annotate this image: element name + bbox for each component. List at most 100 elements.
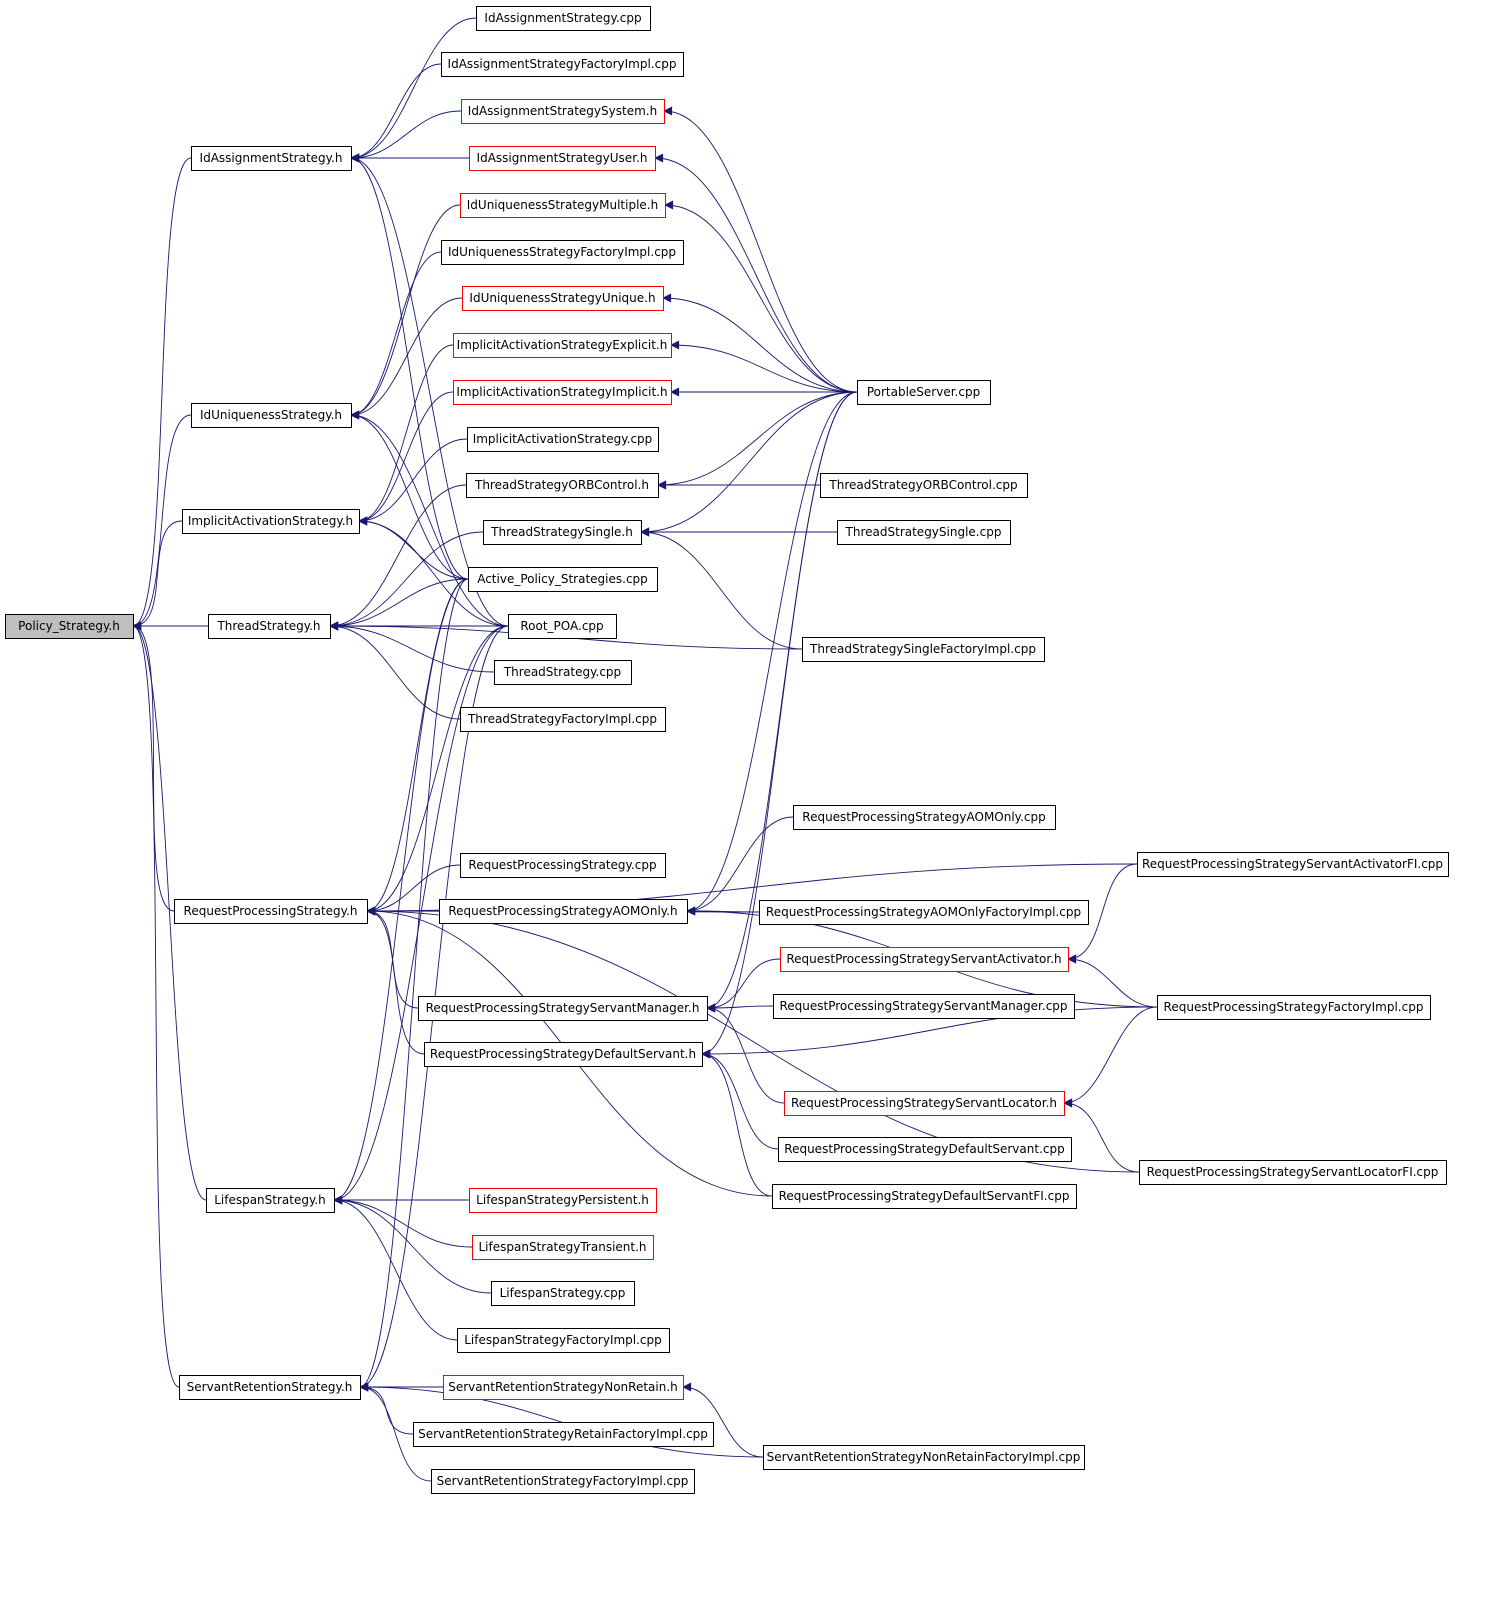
edge-srs_factory_impl_cpp-to-servant_retention_strategy_h	[359, 1382, 432, 1482]
node-rps-factory-impl-cpp[interactable]: RequestProcessingStrategyFactoryImpl.cpp	[1157, 995, 1431, 1020]
node-box	[469, 146, 656, 171]
node-request-processing-strategy-cpp[interactable]: RequestProcessingStrategy.cpp	[460, 853, 666, 878]
edge-portable_server_cpp-to-id_uniqueness_strategy_unique_h	[662, 293, 858, 393]
edges-layer	[132, 17, 1158, 1482]
node-thread-strategy-factory-impl-cpp[interactable]: ThreadStrategyFactoryImpl.cpp	[460, 707, 666, 732]
node-box	[793, 805, 1056, 830]
node-lifespan-strategy-cpp[interactable]: LifespanStrategy.cpp	[491, 1281, 635, 1306]
node-box	[494, 660, 632, 685]
edge-lifespan_strategy_factory_impl_cpp-to-lifespan_strategy_h	[333, 1195, 458, 1341]
edge-implicit_activation_strategy_explicit_h-to-implicit_activation_strategy_h	[358, 344, 454, 526]
node-rps-servant-locator-fi-cpp[interactable]: RequestProcessingStrategyServantLocatorF…	[1139, 1160, 1447, 1185]
node-box	[457, 1328, 670, 1353]
node-rps-servant-activator-fi-cpp[interactable]: RequestProcessingStrategyServantActivato…	[1137, 852, 1449, 877]
edge-portable_server_cpp-to-implicit_activation_strategy_explicit_h	[670, 340, 858, 393]
node-root-poa-cpp[interactable]: Root_POA.cpp	[508, 614, 617, 639]
node-lifespan-strategy-h[interactable]: LifespanStrategy.h	[206, 1188, 335, 1213]
node-rps-aom-only-factory-impl-cpp[interactable]: RequestProcessingStrategyAOMOnlyFactoryI…	[759, 900, 1089, 925]
edge-portable_server_cpp-to-rps_default_servant_h	[701, 391, 858, 1059]
node-lifespan-strategy-factory-impl-cpp[interactable]: LifespanStrategyFactoryImpl.cpp	[457, 1328, 670, 1353]
node-box	[802, 637, 1045, 662]
node-lifespan-strategy-transient-h[interactable]: LifespanStrategyTransient.h	[472, 1235, 654, 1260]
nodes-layer: Policy_Strategy.hIdAssignmentStrategy.hI…	[5, 6, 1449, 1494]
node-rps-servant-manager-cpp[interactable]: RequestProcessingStrategyServantManager.…	[773, 994, 1075, 1019]
node-servant-retention-strategy-h[interactable]: ServantRetentionStrategy.h	[179, 1375, 361, 1400]
node-rps-default-servant-fi-cpp[interactable]: RequestProcessingStrategyDefaultServantF…	[772, 1184, 1077, 1209]
node-label: IdAssignmentStrategyUser.h	[477, 151, 648, 165]
node-active-policy-strategies-cpp[interactable]: Active_Policy_Strategies.cpp	[468, 567, 658, 592]
edge-implicit_activation_strategy_implicit_h-to-implicit_activation_strategy_h	[358, 391, 454, 526]
node-id-uniqueness-strategy-multiple-h[interactable]: IdUniquenessStrategyMultiple.h	[460, 193, 666, 218]
node-portable-server-cpp[interactable]: PortableServer.cpp	[857, 380, 991, 405]
node-srs-factory-impl-cpp[interactable]: ServantRetentionStrategyFactoryImpl.cpp	[431, 1469, 695, 1494]
node-label: ThreadStrategy.h	[216, 619, 320, 633]
node-label: PortableServer.cpp	[867, 385, 980, 399]
node-rps-servant-locator-h[interactable]: RequestProcessingStrategyServantLocator.…	[784, 1091, 1065, 1116]
node-implicit-activation-strategy-h[interactable]: ImplicitActivationStrategy.h	[182, 509, 360, 534]
node-box	[837, 520, 1011, 545]
node-srs-non-retain-h[interactable]: ServantRetentionStrategyNonRetain.h	[443, 1375, 684, 1400]
node-id-assignment-strategy-user-h[interactable]: IdAssignmentStrategyUser.h	[469, 146, 656, 171]
node-box	[413, 1422, 714, 1447]
node-label: ServantRetentionStrategyNonRetainFactory…	[767, 1450, 1081, 1464]
node-rps-servant-manager-h[interactable]: RequestProcessingStrategyServantManager.…	[418, 996, 708, 1021]
node-box	[460, 853, 666, 878]
node-implicit-activation-strategy-implicit-h[interactable]: ImplicitActivationStrategyImplicit.h	[453, 380, 672, 405]
node-label: LifespanStrategyPersistent.h	[476, 1193, 649, 1207]
edge-id_uniqueness_strategy_unique_h-to-id_uniqueness_strategy_h	[350, 297, 463, 420]
node-box	[476, 6, 651, 31]
node-box	[191, 403, 352, 428]
edge-thread_strategy_orb_control_h-to-thread_strategy_h	[329, 484, 467, 631]
node-rps-aom-only-h[interactable]: RequestProcessingStrategyAOMOnly.h	[439, 899, 688, 924]
node-label: LifespanStrategy.h	[214, 1193, 326, 1207]
node-label: RequestProcessingStrategyDefaultServant.…	[430, 1047, 696, 1061]
node-rps-aom-only-cpp[interactable]: RequestProcessingStrategyAOMOnly.cpp	[793, 805, 1056, 830]
node-box	[508, 614, 617, 639]
node-id-assignment-strategy-h[interactable]: IdAssignmentStrategy.h	[191, 146, 352, 171]
node-lifespan-strategy-persistent-h[interactable]: LifespanStrategyPersistent.h	[469, 1188, 657, 1213]
node-srs-retain-factory-impl-cpp[interactable]: ServantRetentionStrategyRetainFactoryImp…	[413, 1422, 714, 1447]
node-implicit-activation-strategy-cpp[interactable]: ImplicitActivationStrategy.cpp	[467, 427, 659, 452]
node-id-assignment-strategy-factory-impl-cpp[interactable]: IdAssignmentStrategyFactoryImpl.cpp	[441, 52, 684, 77]
node-id-assignment-strategy-system-h[interactable]: IdAssignmentStrategySystem.h	[461, 99, 665, 124]
node-rps-default-servant-cpp[interactable]: RequestProcessingStrategyDefaultServant.…	[778, 1137, 1072, 1162]
node-label: ImplicitActivationStrategy.cpp	[473, 432, 653, 446]
node-box	[472, 1235, 654, 1260]
node-label: ServantRetentionStrategyFactoryImpl.cpp	[437, 1474, 689, 1488]
edge-root_poa_cpp-to-implicit_activation_strategy_h	[358, 516, 509, 627]
node-id-uniqueness-strategy-h[interactable]: IdUniquenessStrategy.h	[191, 403, 352, 428]
edge-rps_servant_activator_fi_cpp-to-rps_servant_activator_h	[1067, 863, 1138, 964]
node-id-uniqueness-strategy-unique-h[interactable]: IdUniquenessStrategyUnique.h	[462, 286, 664, 311]
edge-id_uniqueness_strategy_h-to-policy_strategy_h	[132, 414, 192, 631]
edge-portable_server_cpp-to-id_assignment_strategy_user_h	[654, 153, 858, 393]
node-thread-strategy-single-factory-impl-cpp[interactable]: ThreadStrategySingleFactoryImpl.cpp	[802, 637, 1045, 662]
node-srs-non-retain-factory-impl-cpp[interactable]: ServantRetentionStrategyNonRetainFactory…	[763, 1445, 1085, 1470]
node-id-uniqueness-strategy-factory-impl-cpp[interactable]: IdUniquenessStrategyFactoryImpl.cpp	[441, 240, 684, 265]
node-id-assignment-strategy-cpp[interactable]: IdAssignmentStrategy.cpp	[476, 6, 651, 31]
edge-thread_strategy_factory_impl_cpp-to-thread_strategy_h	[329, 621, 461, 720]
node-rps-default-servant-h[interactable]: RequestProcessingStrategyDefaultServant.…	[424, 1042, 703, 1067]
node-thread-strategy-single-cpp[interactable]: ThreadStrategySingle.cpp	[837, 520, 1011, 545]
node-label: RequestProcessingStrategyServantActivato…	[1142, 857, 1443, 871]
edge-rps_servant_activator_h-to-rps_servant_manager_h	[706, 958, 781, 1013]
node-thread-strategy-cpp[interactable]: ThreadStrategy.cpp	[494, 660, 632, 685]
node-label: RequestProcessingStrategyServantManager.…	[779, 999, 1067, 1013]
node-thread-strategy-h[interactable]: ThreadStrategy.h	[208, 614, 331, 639]
node-thread-strategy-orb-control-h[interactable]: ThreadStrategyORBControl.h	[466, 473, 659, 498]
node-box	[1137, 852, 1449, 877]
node-rps-servant-activator-h[interactable]: RequestProcessingStrategyServantActivato…	[780, 947, 1069, 972]
node-box	[778, 1137, 1072, 1162]
edge-id_assignment_strategy_factory_impl_cpp-to-id_assignment_strategy_h	[350, 63, 442, 163]
edge-rps_aom_only_cpp-to-rps_aom_only_h	[686, 816, 794, 916]
node-label: IdAssignmentStrategySystem.h	[468, 104, 657, 118]
node-implicit-activation-strategy-explicit-h[interactable]: ImplicitActivationStrategyExplicit.h	[453, 333, 672, 358]
node-box	[759, 900, 1089, 925]
node-box	[174, 899, 368, 924]
node-thread-strategy-orb-control-cpp[interactable]: ThreadStrategyORBControl.cpp	[820, 473, 1028, 498]
node-request-processing-strategy-h[interactable]: RequestProcessingStrategy.h	[174, 899, 368, 924]
node-label: ThreadStrategyORBControl.h	[474, 478, 649, 492]
node-thread-strategy-single-h[interactable]: ThreadStrategySingle.h	[483, 520, 642, 545]
node-label: Active_Policy_Strategies.cpp	[477, 572, 648, 586]
node-label: ThreadStrategySingle.cpp	[845, 525, 1002, 539]
